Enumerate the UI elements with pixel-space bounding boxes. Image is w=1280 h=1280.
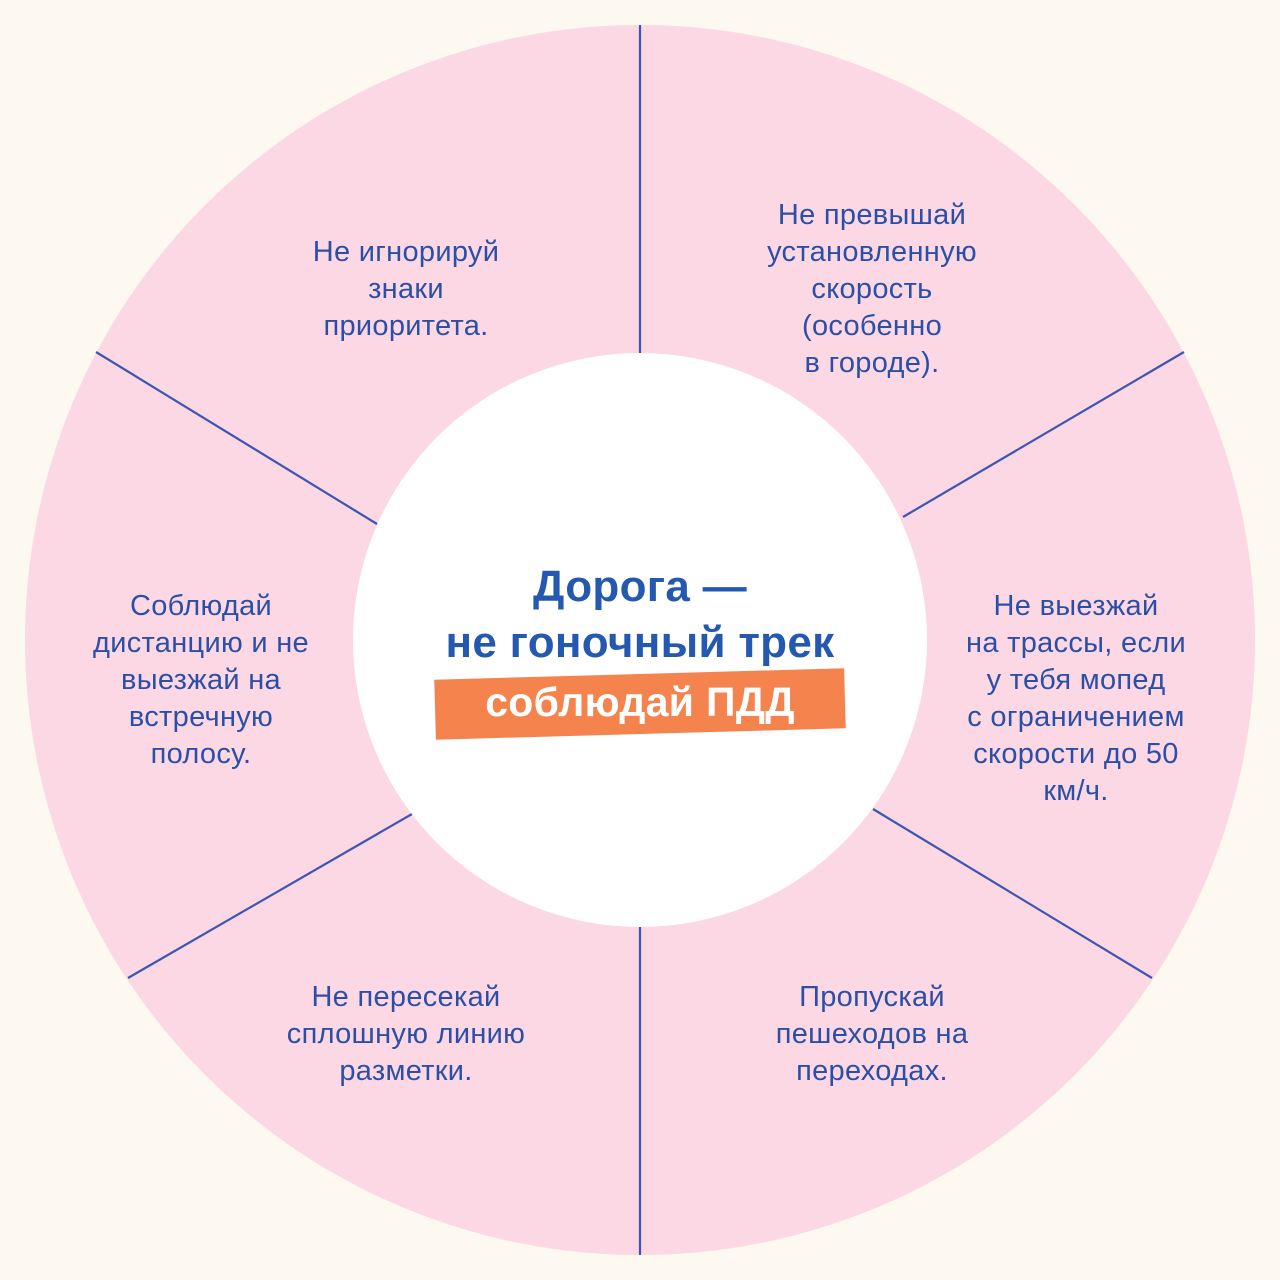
- segment-text-solid-line: Не пересекай сплошную линию разметки.: [286, 981, 526, 1087]
- divider-upper-right: [902, 351, 1185, 518]
- divider-lower-right: [872, 808, 1153, 979]
- segment-text-speed-limit: Не превышай установленную скорость (особ…: [767, 199, 977, 379]
- divider-upper-left: [95, 351, 378, 525]
- divider-lower-left: [127, 813, 413, 979]
- center-title-line-2: не гоночный трек: [445, 618, 835, 667]
- center-title-line-1: Дорога —: [533, 562, 747, 611]
- segment-text-priority-signs: Не игнорируй знаки приоритета.: [312, 236, 500, 342]
- center-disc: [353, 353, 927, 927]
- segment-text-pedestrians: Пропускай пешеходов на переходах.: [775, 981, 969, 1087]
- center-badge-text: соблюдай ПДД: [485, 679, 795, 725]
- segment-text-distance: Соблюдай дистанцию и не выезжай на встре…: [93, 590, 309, 770]
- segment-text-moped-highways: Не выезжай на трассы, если у тебя мопед …: [966, 590, 1186, 807]
- segment-dividers: [95, 25, 1185, 1255]
